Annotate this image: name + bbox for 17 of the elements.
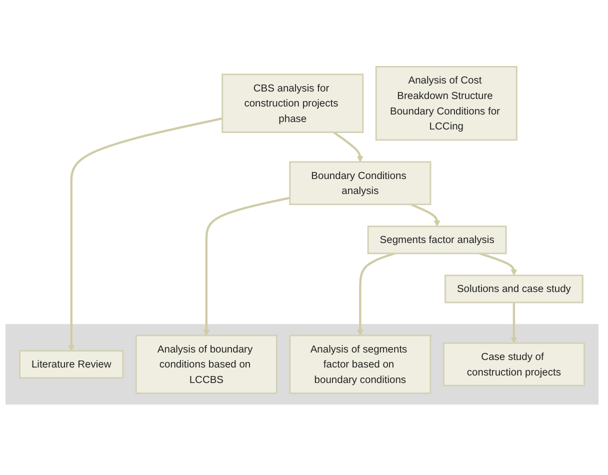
arrow <box>479 252 518 276</box>
arrow <box>203 196 290 336</box>
node-box: Solutions and case study <box>444 274 584 304</box>
node-box: Analysis of boundary conditions based on LCCBS <box>135 334 278 394</box>
arrow <box>510 302 518 344</box>
node-box: CBS analysis for construction projects phase <box>222 74 364 133</box>
node-box: Analysis of Cost Breakdown Structure Boundary Conditions for LCCing <box>375 66 518 141</box>
node-box: Analysis of segments factor based on boundary conditions <box>289 334 432 394</box>
arrow <box>410 203 440 227</box>
node-box: Case study of construction projects <box>442 342 585 386</box>
node-box: Segments factor analysis <box>367 226 507 254</box>
cluster <box>6 324 598 405</box>
node-box: Literature Review <box>19 350 124 379</box>
arrow <box>68 117 223 352</box>
arrow <box>333 131 364 162</box>
arrow <box>356 252 395 336</box>
node-box: Boundary Conditions analysis <box>289 161 432 206</box>
